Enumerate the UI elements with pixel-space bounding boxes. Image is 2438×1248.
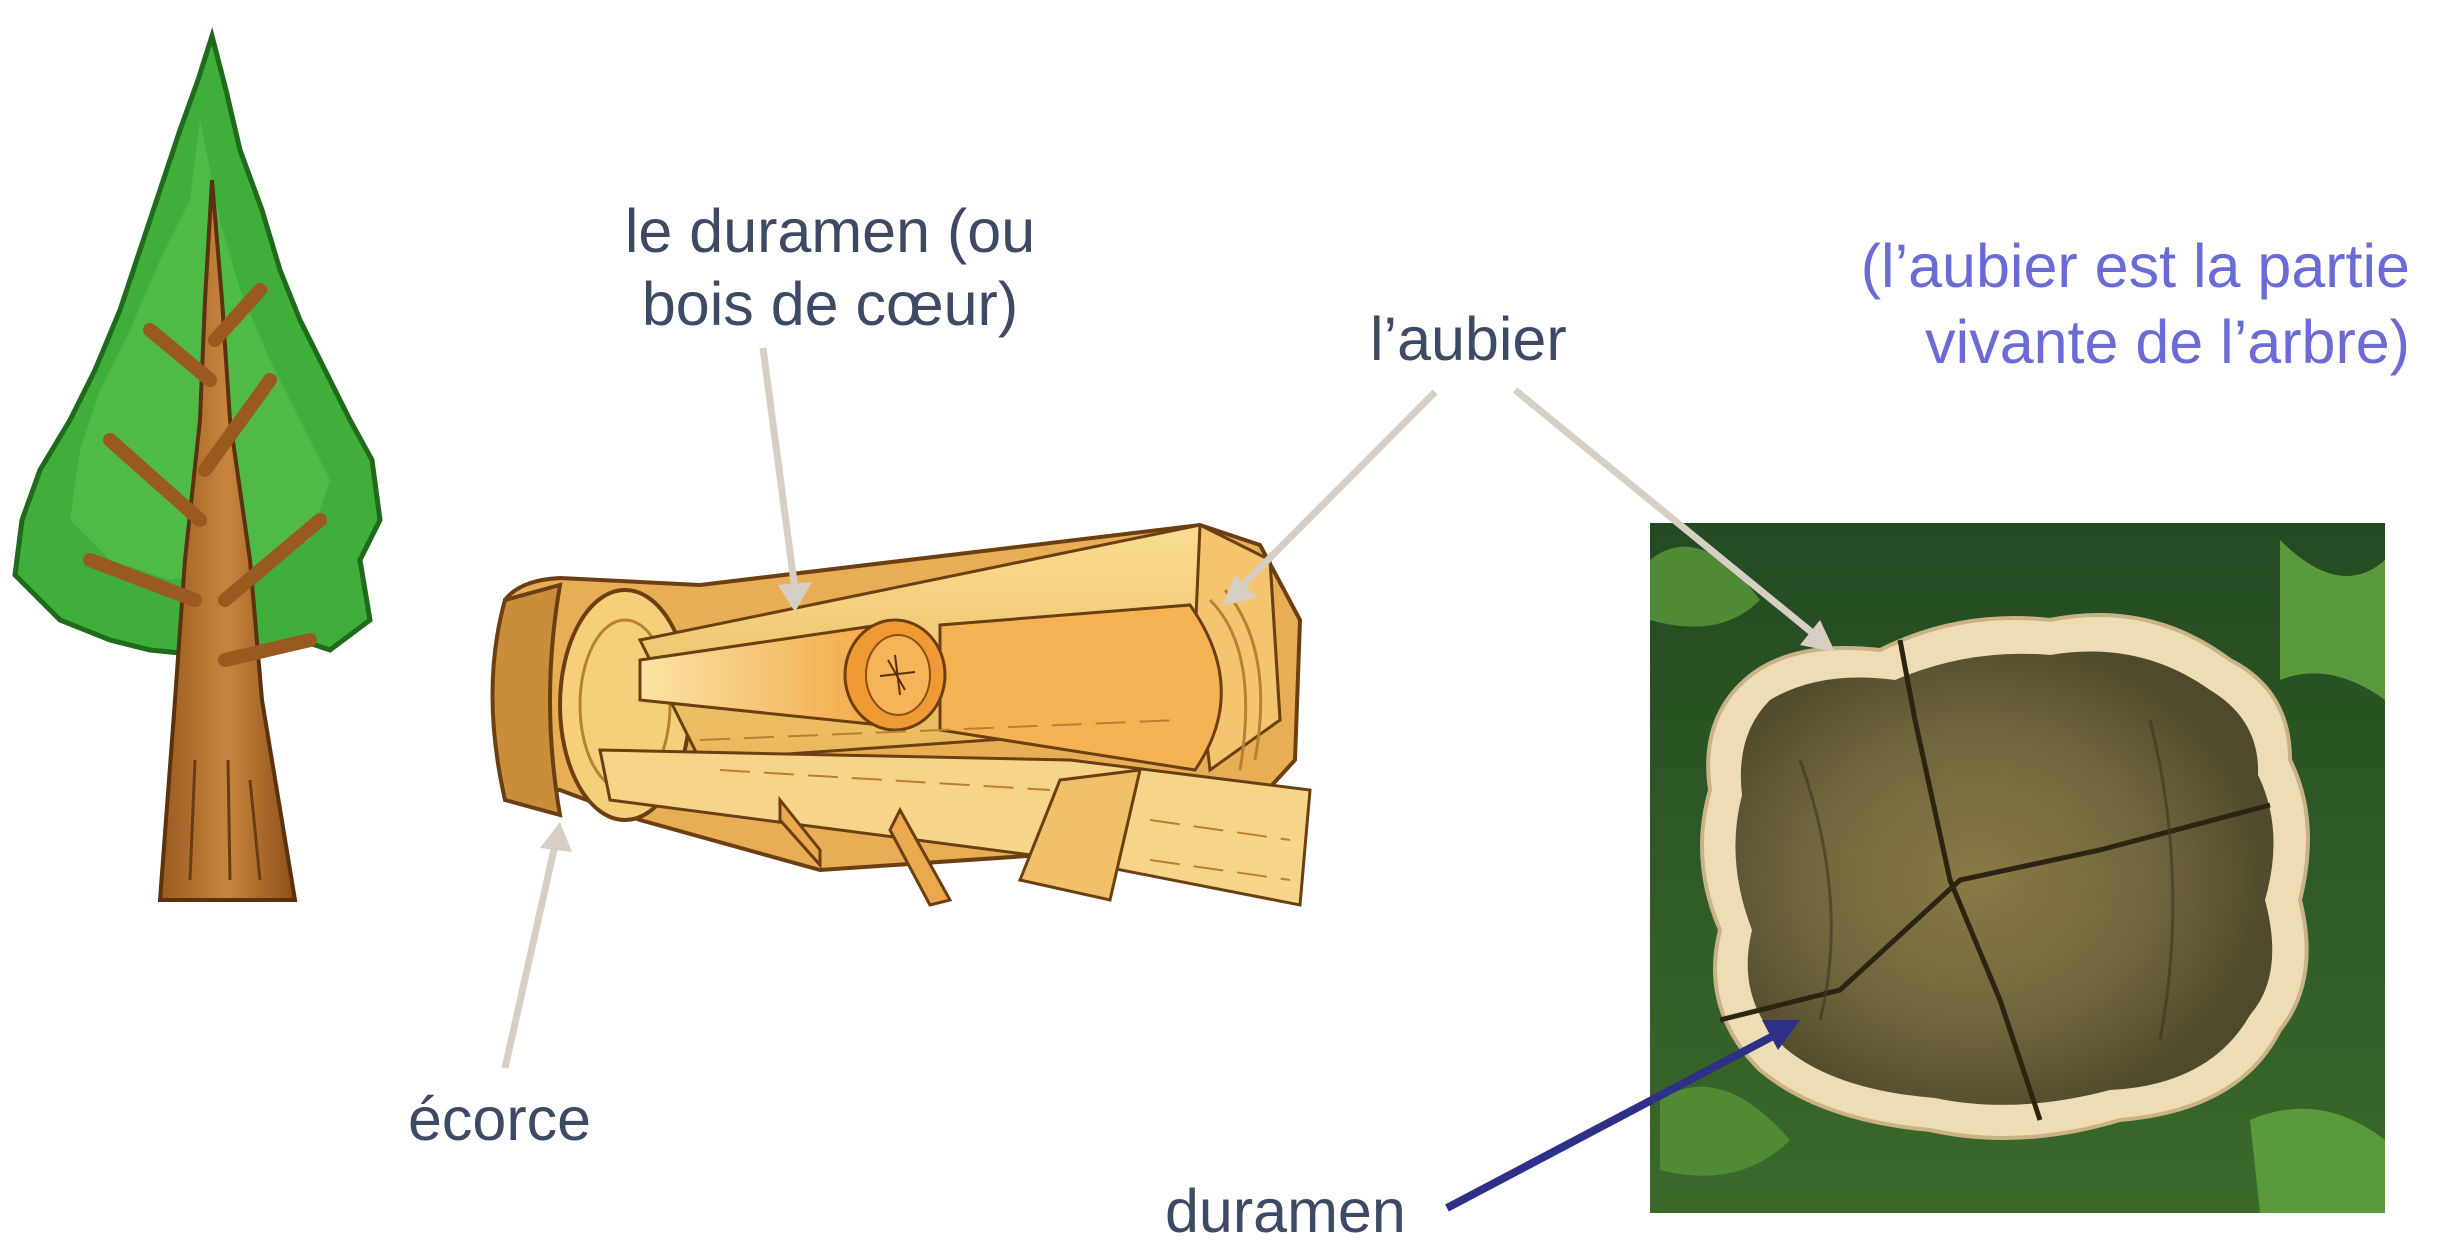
trunk-photo — [1650, 523, 2385, 1213]
arrowhead-ecorce — [540, 822, 572, 852]
pointer-ecorce — [505, 845, 555, 1068]
label-duramen: duramen — [1165, 1175, 1406, 1248]
label-aubier: l’aubier — [1370, 303, 1567, 376]
pointer-duramen-heartwood — [763, 348, 795, 590]
note-line1: (l’aubier est la partie — [1861, 228, 2410, 304]
label-duramen-line1: le duramen (ou — [560, 195, 1100, 268]
log-cutaway-illustration — [493, 525, 1311, 905]
tree-illustration — [15, 36, 380, 900]
label-duramen-bois-de-coeur: le duramen (ou bois de cœur) — [560, 195, 1100, 341]
label-duramen-line2: bois de cœur) — [560, 268, 1100, 341]
note-aubier-vivante: (l’aubier est la partie vivante de l’arb… — [1861, 228, 2410, 381]
pointer-aubier-log — [1240, 392, 1435, 588]
note-line2: vivante de l’arbre) — [1861, 304, 2410, 380]
label-ecorce: écorce — [408, 1083, 591, 1156]
